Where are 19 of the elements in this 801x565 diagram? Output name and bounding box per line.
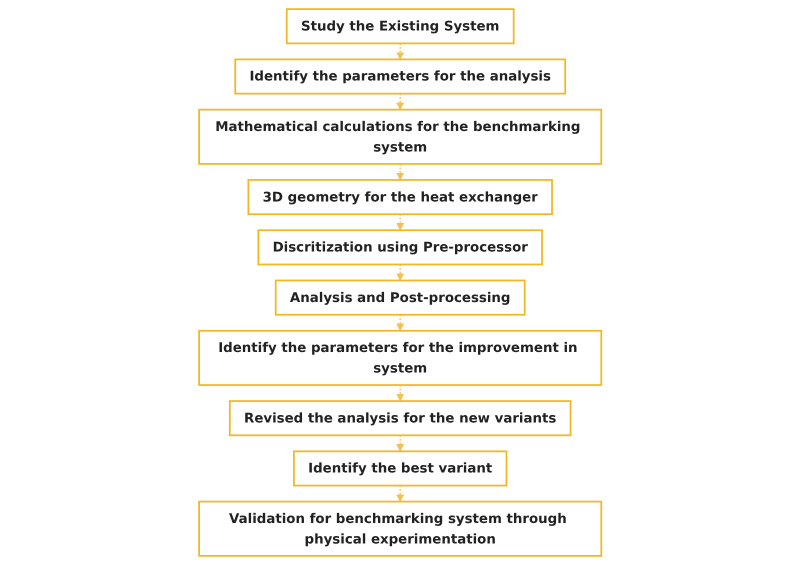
node-box: Identify the parameters for the improvement in system <box>198 330 602 386</box>
node-box: Analysis and Post-processing <box>275 280 526 316</box>
arrow <box>396 164 404 180</box>
node-box: Discritization using Pre-processor <box>258 229 544 266</box>
arrow <box>396 435 404 452</box>
arrow <box>396 94 404 110</box>
node-box: Mathematical calculations for the benchmarking system <box>198 108 602 165</box>
arrow <box>396 486 404 502</box>
arrow <box>396 385 404 402</box>
arrow <box>396 264 404 281</box>
arrow <box>396 214 404 231</box>
arrow <box>396 43 404 60</box>
node-box: Revised the analysis for the new variants <box>229 400 572 436</box>
node-box: 3D geometry for the heat exchanger <box>248 179 554 216</box>
node-box: Validation for benchmarking system through physical experimentation <box>198 500 602 557</box>
arrow <box>396 314 404 332</box>
node-box: Study the Existing System <box>286 8 515 44</box>
node-box: Identify the best variant <box>293 450 508 486</box>
node-box: Identify the parameters for the analysis <box>234 58 566 95</box>
